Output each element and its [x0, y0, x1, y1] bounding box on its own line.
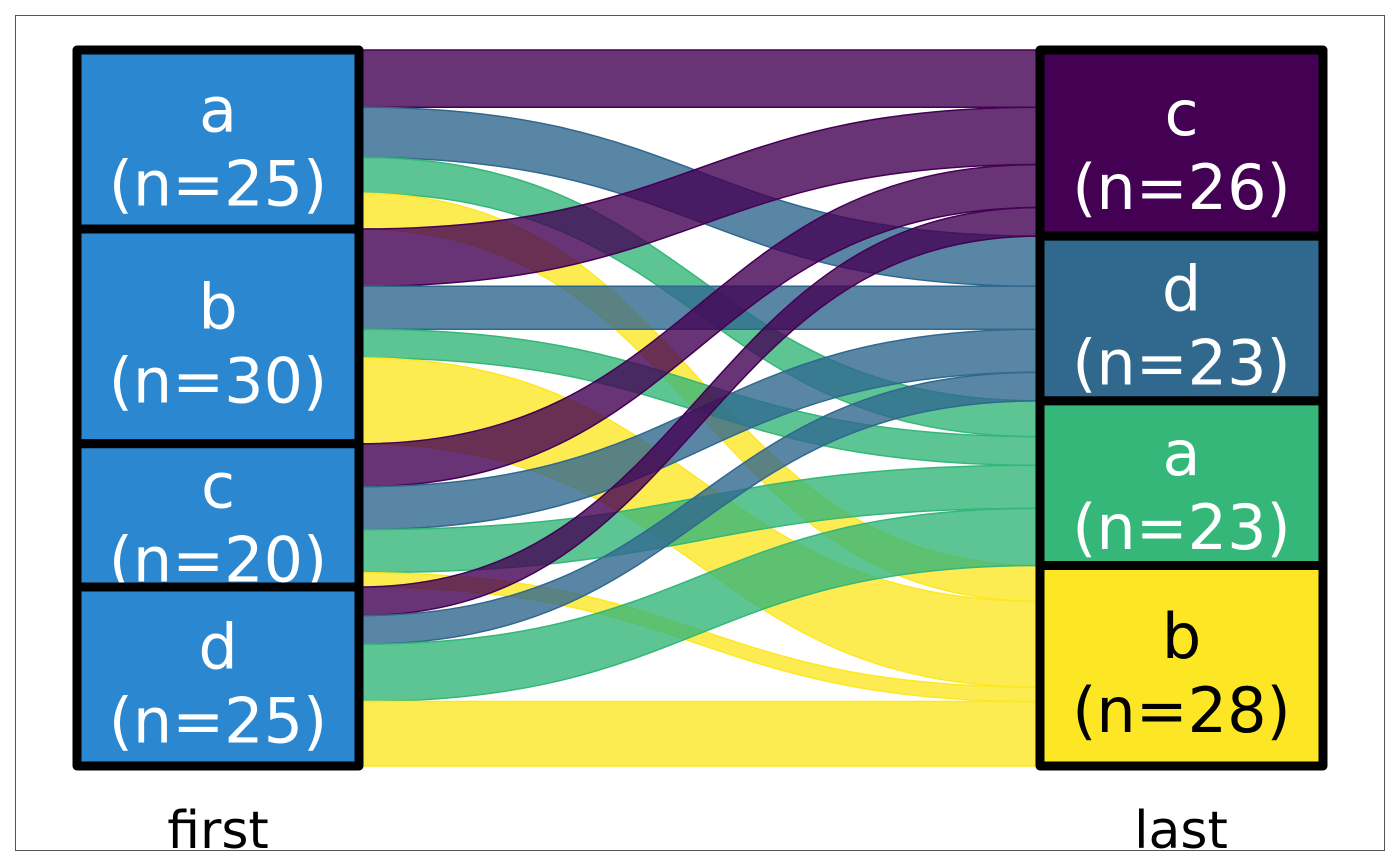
- flow-a-to-c: [358, 49, 1041, 109]
- flow-layer: [358, 49, 1041, 767]
- flow-d-to-b: [358, 700, 1041, 767]
- right-axis-label: last: [1134, 801, 1228, 861]
- right-node-d: [1035, 231, 1328, 406]
- left-node-d-label: d: [198, 611, 237, 684]
- left-node-c-label: c: [201, 449, 235, 522]
- right-node-a-count: (n=23): [1072, 491, 1291, 564]
- right-node-d-label: d: [1162, 253, 1201, 326]
- node-layer: a(n=25)b(n=30)c(n=20)d(n=25)c(n=26)d(n=2…: [72, 45, 1328, 771]
- right-node-b-count: (n=28): [1072, 674, 1291, 747]
- right-node-d-count: (n=23): [1072, 327, 1291, 400]
- left-node-b: [72, 224, 364, 449]
- right-node-a-label: a: [1163, 417, 1201, 490]
- left-node-a-label: a: [199, 74, 237, 147]
- right-node-c-count: (n=26): [1072, 151, 1291, 224]
- left-node-a-count: (n=25): [109, 148, 328, 221]
- left-node-d-count: (n=25): [109, 685, 328, 758]
- right-node-b: [1035, 561, 1328, 771]
- left-node-c: [72, 439, 364, 592]
- plot-frame: [15, 15, 1385, 851]
- left-node-b-label: b: [198, 270, 237, 343]
- right-node-c-label: c: [1164, 77, 1198, 150]
- right-node-c: [1035, 45, 1328, 241]
- left-axis-label: first: [167, 801, 269, 861]
- right-node-b-label: b: [1162, 600, 1201, 673]
- left-node-b-count: (n=30): [109, 344, 328, 417]
- left-node-d: [72, 582, 364, 771]
